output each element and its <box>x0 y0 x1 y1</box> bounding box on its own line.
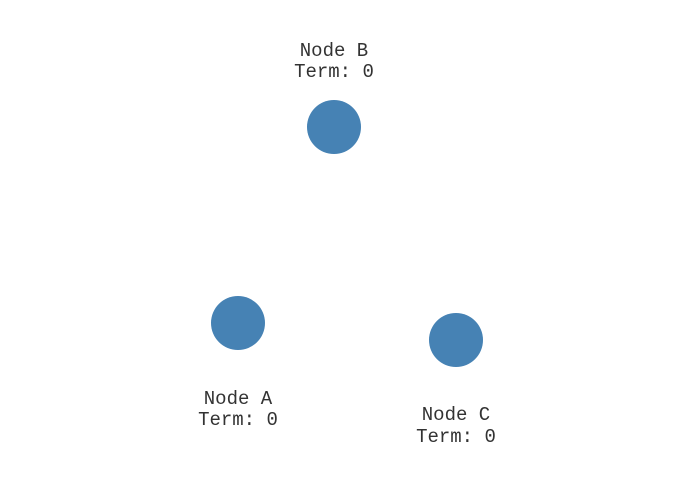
node-c-name: Node C <box>422 404 490 426</box>
node-b-circle[interactable] <box>307 100 361 154</box>
node-b[interactable]: Node B Term: 0 <box>294 40 374 154</box>
node-a-circle[interactable] <box>211 296 265 350</box>
node-a-term: Term: 0 <box>198 409 278 431</box>
node-a[interactable]: Node A Term: 0 <box>198 296 278 431</box>
node-c-circle[interactable] <box>429 313 483 367</box>
node-c-term: Term: 0 <box>416 426 496 448</box>
node-a-name: Node A <box>204 388 273 410</box>
node-b-name: Node B <box>300 40 368 62</box>
node-c[interactable]: Node C Term: 0 <box>416 313 496 448</box>
node-b-term: Term: 0 <box>294 61 374 83</box>
